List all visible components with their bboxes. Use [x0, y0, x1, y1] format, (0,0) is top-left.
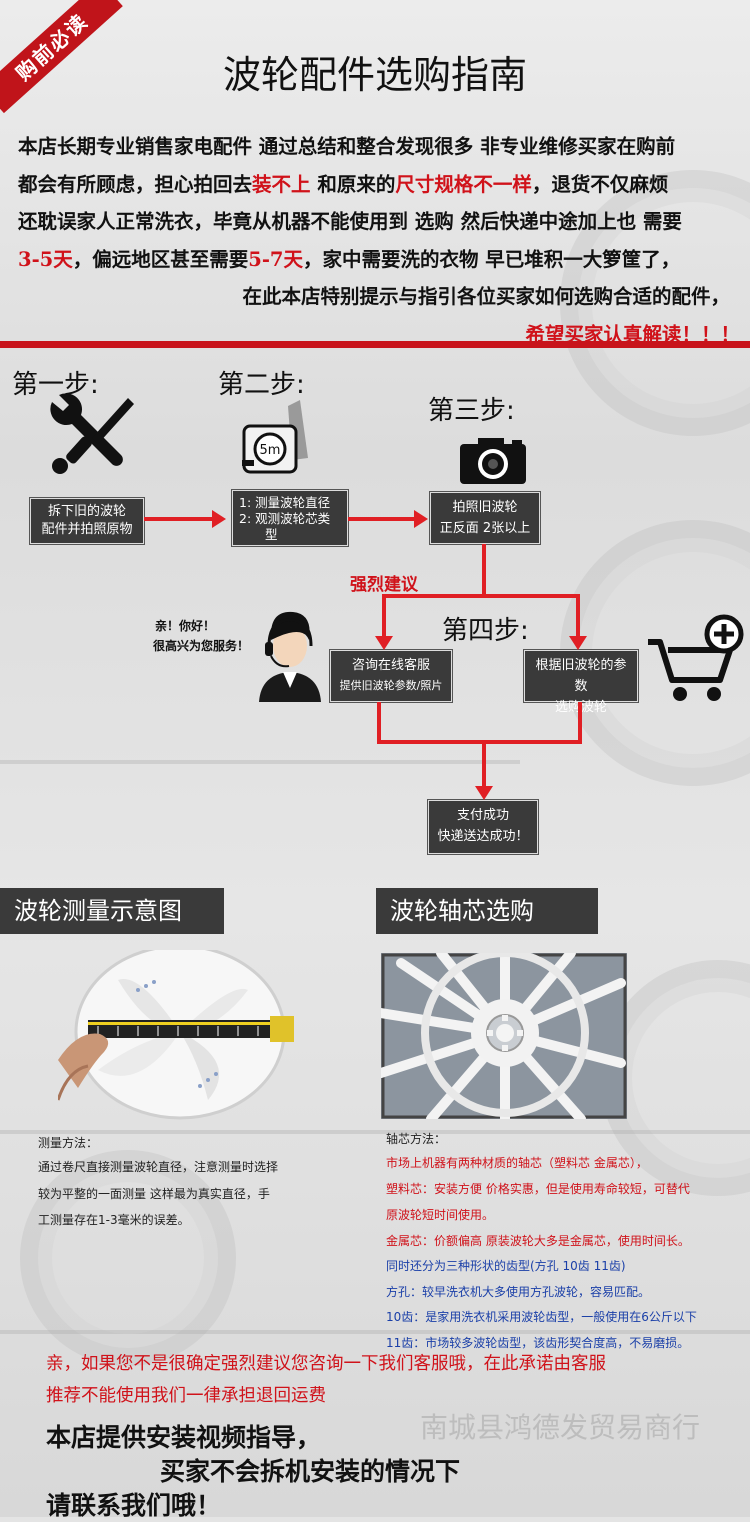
footer-red-line-2: 推荐不能使用我们一律承担退回运费 [46, 1386, 326, 1406]
intro-line-2: 都会有所顾虑，担心拍回去装不上 和原来的尺寸规格不一样，退货不仅麻烦 [18, 172, 669, 196]
core-line-2: 塑料芯：安装方便 价格实惠，但是使用寿命较短，可替代 [386, 1182, 690, 1196]
tape-label: 5m [260, 443, 281, 458]
step-3-text-b: 正反面 2张以上 [439, 521, 531, 536]
shopping-cart-icon [648, 614, 744, 701]
shop-watermark: 南城县鸿德发贸易商行 [420, 1411, 701, 1444]
core-method-red-text: 市场上机器有两种材质的轴芯（塑料芯 金属芯）， 塑料芯：安装方便 价格实惠，但是… [386, 1150, 690, 1254]
arrow-3-down [482, 544, 486, 594]
tape-measure-icon: 5m [242, 400, 308, 474]
arrow-merge-left [377, 702, 381, 742]
step-1-text-a: 拆下旧的波轮 [47, 504, 126, 519]
greeting-text: 亲！你好！ 很高兴为您服务！ [153, 616, 249, 656]
footer-big-line-3: 请联系我们哦！ [46, 1491, 222, 1520]
step-4-label: 第四步: [442, 616, 529, 646]
measure-line-3: 工测量存在1-3毫米的误差。 [38, 1213, 190, 1227]
intro-paragraph: 本店长期专业销售家电配件 通过总结和整合发现很多 非专业维修买家在购前 都会有所… [18, 128, 740, 353]
arrow-final-line [482, 740, 486, 788]
tools-icon [50, 393, 134, 474]
impeller-core-image [381, 953, 627, 1119]
intro-line-4: 3-5天，偏远地区甚至需要5-7天，家中需要洗的衣物 早已堆积一大箩筐了， [18, 247, 681, 271]
step-2-text-b: 2: 观测波轮芯类 [239, 511, 331, 526]
section-divider [0, 341, 750, 348]
page-title: 波轮配件选购指南 [222, 53, 527, 97]
core-method-label: 轴芯方法： [386, 1132, 447, 1146]
step-3-box: 拍照旧波轮 正反面 2张以上 [430, 492, 540, 544]
payment-success-box: 支付成功 快递送达成功！ [428, 800, 538, 854]
measure-method-text: 通过卷尺直接测量波轮直径，注意测量时选择 较为平整的一面测量 这样最为真实直径，… [38, 1154, 278, 1234]
core-method-blue-text: 同时还分为三种形状的齿型(方孔 10齿 11齿) 方孔：较早洗衣机大多使用方孔波… [386, 1254, 697, 1356]
strong-suggest-label: 强烈建议 [350, 575, 418, 595]
payment-text-a: 支付成功 [456, 808, 509, 823]
step-2-box: 1: 测量波轮直径 2: 观测波轮芯类 型 [232, 490, 348, 546]
footer-big-line-2: 买家不会拆机安装的情况下 [160, 1457, 461, 1486]
core-section-banner: 波轮轴芯选购 [376, 888, 598, 934]
arrow-merge-right [578, 702, 582, 742]
measure-method-label: 测量方法： [38, 1136, 99, 1150]
customer-service-avatar-icon [259, 611, 321, 702]
arrow-2-3-head [414, 510, 428, 528]
arrow-final-head [475, 786, 493, 800]
step-3-label: 第三步: [428, 396, 515, 426]
step-1-text-b: 配件并拍照原物 [41, 522, 133, 537]
intro-line-6: 希望买家认真解读！！！ [525, 322, 740, 346]
footer-red-line-1: 亲，如果您不是很确定强烈建议您咨询一下我们客服哦，在此承诺由客服 [46, 1354, 606, 1374]
core-line-3: 原波轮短时间使用。 [386, 1208, 495, 1222]
choose-text-a: 根据旧波轮的参数 [535, 658, 627, 694]
measure-line-1: 通过卷尺直接测量波轮直径，注意测量时选择 [38, 1160, 279, 1174]
arrow-split-line [382, 594, 578, 598]
step-3-text-a: 拍照旧波轮 [452, 500, 518, 515]
step-2-text-c: 型 [265, 527, 278, 542]
measure-section-banner: 波轮测量示意图 [0, 888, 224, 934]
step-2-text-a: 1: 测量波轮直径 [239, 495, 331, 510]
intro-line-3: 还耽误家人正常洗衣，毕竟从机器不能使用到 选购 然后快递中途加上也 需要 [18, 210, 682, 233]
core-blue-line-4: 11齿：市场较多波轮齿型，该齿形契合度高，不易磨损。 [386, 1335, 690, 1350]
core-blue-line-1: 同时还分为三种形状的齿型(方孔 10齿 11齿) [386, 1259, 626, 1273]
step-2-label: 第二步: [218, 370, 305, 400]
core-line-4: 金属芯：价额偏高 原装波轮大多是金属芯，使用时间长。 [386, 1234, 690, 1248]
arrow-split-left-head [375, 636, 393, 650]
arrow-split-right-head [569, 636, 587, 650]
choose-impeller-box: 根据旧波轮的参数 选购波轮 [524, 650, 638, 715]
step-1-label: 第一步: [12, 370, 99, 400]
arrow-split-left [382, 594, 386, 638]
arrow-1-2-line [144, 517, 214, 521]
intro-line-1: 本店长期专业销售家电配件 通过总结和整合发现很多 非专业维修买家在购前 [18, 135, 676, 158]
camera-icon [460, 438, 526, 484]
arrow-1-2-head [212, 510, 226, 528]
core-blue-line-3: 10齿：是家用洗衣机采用波轮齿型，一般使用在6公斤以下 [386, 1310, 697, 1324]
footer-big-line-1: 本店提供安装视频指导， [46, 1423, 322, 1452]
consult-service-box: 咨询在线客服 提供旧波轮参数/照片 [330, 650, 452, 702]
consult-text-a: 咨询在线客服 [351, 658, 430, 673]
payment-text-b: 快递送达成功！ [437, 829, 529, 844]
core-line-1: 市场上机器有两种材质的轴芯（塑料芯 金属芯）， [386, 1156, 648, 1170]
arrow-2-3-line [348, 517, 416, 521]
greeting-line-2: 很高兴为您服务！ [153, 639, 250, 653]
step-1-box: 拆下旧的波轮 配件并拍照原物 [30, 498, 144, 544]
arrow-split-right [576, 594, 580, 638]
core-blue-line-2: 方孔：较早洗衣机大多使用方孔波轮，容易匹配。 [386, 1284, 651, 1299]
intro-line-5: 在此本店特别提示与指引各位买家如何选购合适的配件， [242, 285, 730, 308]
consult-text-b: 提供旧波轮参数/照片 [339, 679, 443, 692]
greeting-line-1: 亲！你好！ [155, 619, 216, 633]
arrow-merge-line [377, 740, 582, 744]
measure-line-2: 较为平整的一面测量 这样最为真实直径，手 [38, 1186, 270, 1201]
impeller-measure-image [58, 950, 294, 1120]
